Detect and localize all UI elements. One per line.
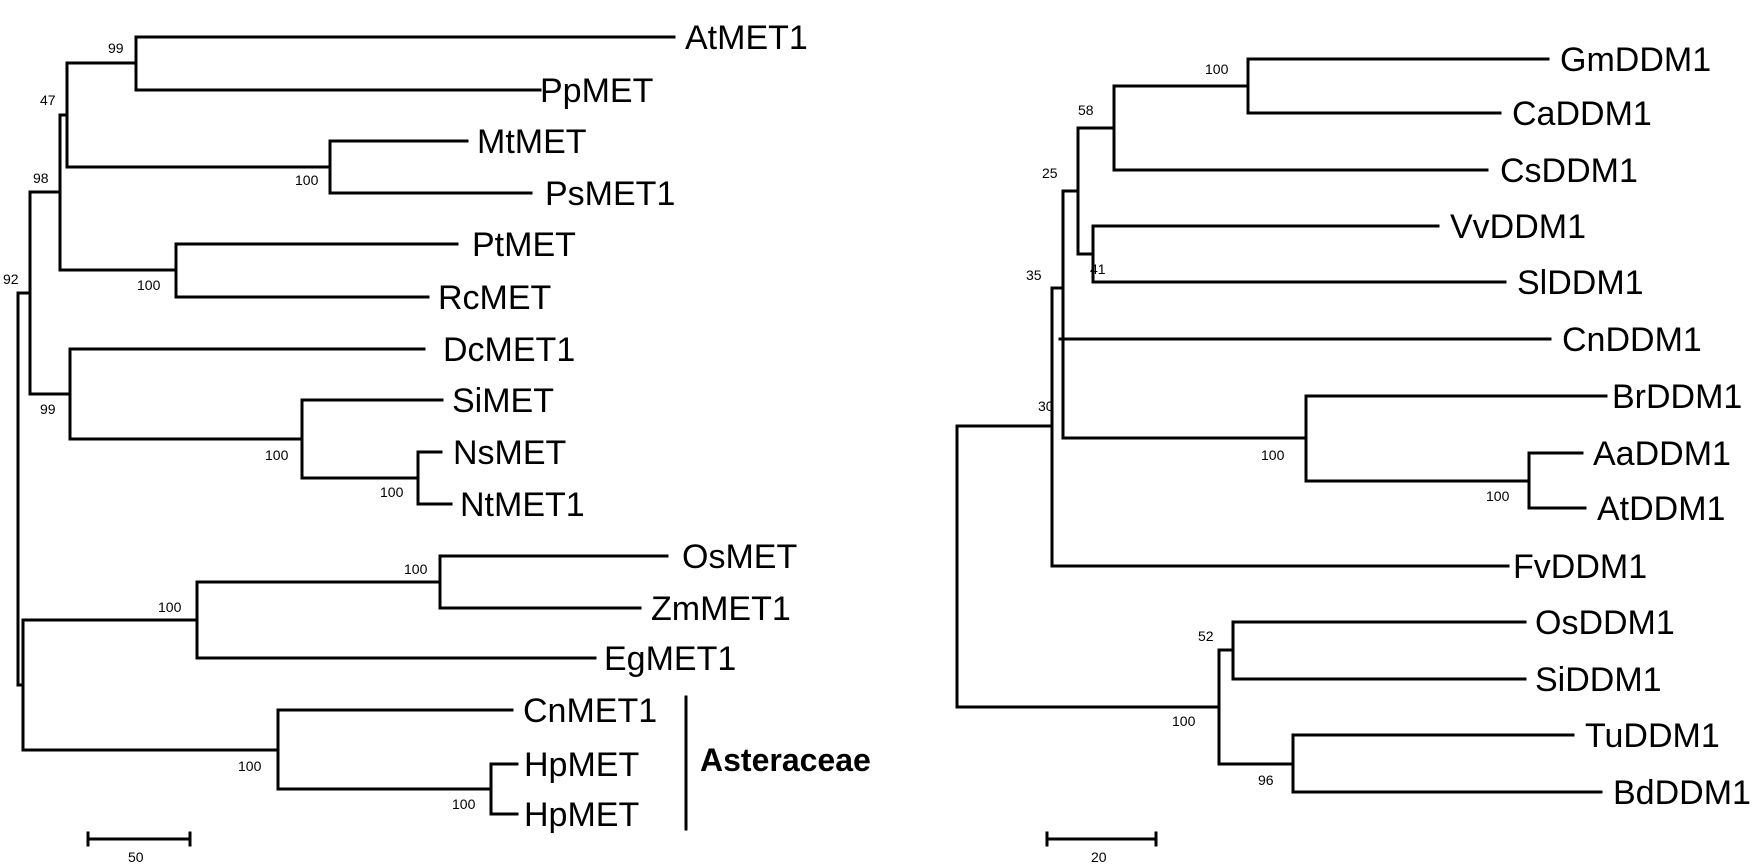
taxon-label: SlDDM1 [1517, 264, 1644, 302]
scale-bar-label: 50 [128, 849, 144, 865]
met1-bootstrap: 99 47 100 98 100 92 99 100 100 100 100 1… [3, 40, 476, 812]
bootstrap-value: 100 [1172, 713, 1196, 729]
taxon-label: GmDDM1 [1560, 41, 1711, 79]
taxon-label: CsDDM1 [1500, 152, 1638, 190]
bootstrap-value: 96 [1258, 772, 1274, 788]
bootstrap-value: 25 [1042, 165, 1058, 181]
taxon-label: OsDDM1 [1535, 604, 1675, 642]
taxon-label: TuDDM1 [1585, 717, 1720, 755]
taxon-label: AtDDM1 [1597, 490, 1725, 528]
met1-scale-bar: 50 [86, 831, 192, 865]
taxon-label: OsMET [682, 538, 797, 576]
bootstrap-value: 100 [1205, 61, 1229, 77]
taxon-label: NtMET1 [460, 486, 585, 524]
bootstrap-value: 100 [238, 758, 262, 774]
taxon-label: CnMET1 [523, 692, 657, 730]
taxon-label: FvDDM1 [1513, 548, 1647, 586]
taxon-label: BdDDM1 [1613, 774, 1751, 812]
taxon-label: ZmMET1 [651, 590, 791, 628]
bootstrap-value: 100 [137, 277, 161, 293]
asteraceae-label: Asteraceae [700, 742, 871, 778]
ddm1-branches [955, 57, 1608, 794]
bootstrap-value: 30 [1038, 398, 1054, 414]
taxon-label: NsMET [453, 434, 566, 472]
scale-bar-label: 20 [1091, 849, 1107, 865]
taxon-label: RcMET [438, 279, 551, 317]
bootstrap-value: 52 [1198, 628, 1214, 644]
bootstrap-value: 35 [1026, 267, 1042, 283]
bootstrap-value: 47 [40, 92, 56, 108]
bootstrap-value: 58 [1078, 102, 1094, 118]
taxon-label: BrDDM1 [1612, 378, 1742, 416]
taxon-label: HpMET [524, 746, 639, 784]
bootstrap-value: 100 [380, 484, 404, 500]
taxon-label: EgMET1 [604, 640, 736, 678]
met1-branches [16, 35, 676, 816]
met1-taxa: AtMET1 PpMET MtMET PsMET1 PtMET RcMET Dc… [438, 19, 808, 834]
bootstrap-value: 98 [33, 170, 49, 186]
taxon-label: PsMET1 [545, 175, 675, 213]
ddm1-taxa: GmDDM1 CaDDM1 CsDDM1 VvDDM1 SlDDM1 CnDDM… [1450, 41, 1751, 812]
taxon-label: PpMET [540, 72, 653, 110]
taxon-label: PtMET [472, 226, 576, 264]
taxon-label: SiDDM1 [1535, 661, 1662, 699]
bootstrap-value: 100 [452, 796, 476, 812]
ddm1-scale-bar: 20 [1045, 831, 1158, 865]
taxon-label: MtMET [477, 123, 587, 161]
bootstrap-value: 99 [108, 40, 124, 56]
bootstrap-value: 100 [265, 447, 289, 463]
bootstrap-value: 100 [1261, 447, 1285, 463]
taxon-label: AtMET1 [685, 19, 808, 57]
taxon-label: AaDDM1 [1593, 435, 1731, 473]
bootstrap-value: 100 [158, 599, 182, 615]
bootstrap-value: 41 [1090, 261, 1106, 277]
bootstrap-value: 100 [295, 172, 319, 188]
taxon-label: CnDDM1 [1562, 321, 1702, 359]
taxon-label: VvDDM1 [1450, 208, 1586, 246]
ddm1-tree: GmDDM1 CaDDM1 CsDDM1 VvDDM1 SlDDM1 CnDDM… [955, 41, 1751, 865]
bootstrap-value: 100 [1486, 488, 1510, 504]
met1-tree: AtMET1 PpMET MtMET PsMET1 PtMET RcMET Dc… [3, 19, 871, 865]
ddm1-bootstrap: 100 58 25 41 35 30 100 100 52 100 96 [1026, 61, 1510, 788]
bootstrap-value: 99 [40, 401, 56, 417]
taxon-label: SiMET [452, 382, 554, 420]
taxon-label: CaDDM1 [1512, 95, 1652, 133]
taxon-label: DcMET1 [443, 331, 575, 369]
bootstrap-value: 92 [3, 271, 19, 287]
taxon-label: HpMET [524, 796, 639, 834]
bootstrap-value: 100 [404, 561, 428, 577]
